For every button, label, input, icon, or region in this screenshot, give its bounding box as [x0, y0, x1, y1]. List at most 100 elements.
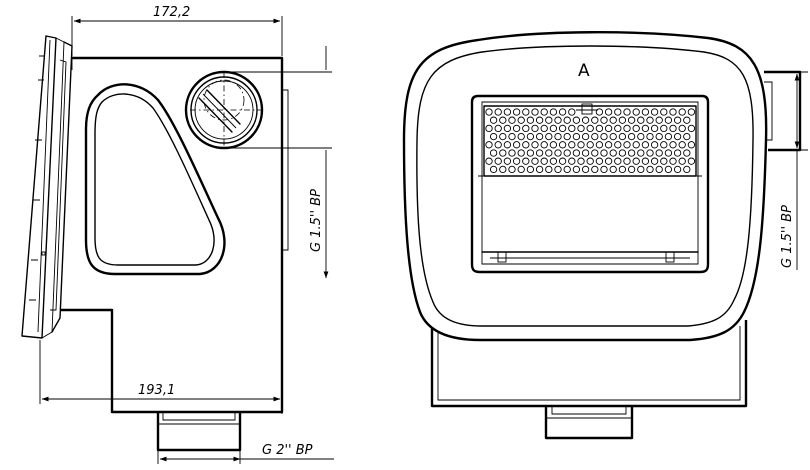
perforation-hole	[623, 124, 631, 133]
perforation-hole	[623, 108, 631, 116]
perforation-hole	[581, 132, 590, 141]
perforation-hole	[687, 157, 696, 165]
perforation-hole	[627, 149, 636, 157]
front-perforated-screen	[485, 108, 696, 174]
perforation-hole	[627, 116, 636, 124]
perforation-hole	[595, 124, 604, 133]
perforation-hole	[489, 132, 498, 141]
perforation-hole	[678, 157, 686, 165]
perforation-hole	[485, 141, 493, 149]
perforation-hole	[563, 116, 571, 124]
perforation-hole	[489, 149, 498, 157]
perforation-hole	[600, 132, 608, 141]
perforation-hole	[673, 165, 682, 174]
perforation-hole	[540, 108, 548, 116]
perforation-hole	[558, 108, 567, 116]
dim-width-bottom: 193,1	[39, 340, 283, 414]
perforation-hole	[586, 157, 594, 165]
perforation-hole	[660, 141, 668, 149]
perforation-hole	[489, 165, 498, 174]
perforation-hole	[586, 141, 594, 149]
perforation-hole	[632, 141, 640, 149]
perforation-hole	[683, 149, 691, 157]
perforation-hole	[618, 149, 627, 157]
perforation-hole	[526, 165, 535, 174]
perforation-hole	[508, 116, 516, 124]
perforation-hole	[558, 124, 567, 133]
front-lower-body	[430, 320, 748, 408]
perforation-hole	[595, 157, 604, 165]
perforation-hole	[581, 149, 590, 157]
perforation-hole	[531, 108, 539, 116]
perforation-hole	[604, 157, 613, 165]
perforation-hole	[678, 108, 686, 116]
perforation-hole	[623, 157, 631, 165]
perforation-hole	[512, 157, 521, 165]
perforation-hole	[531, 141, 539, 149]
perforation-hole	[604, 108, 613, 116]
perforation-hole	[641, 157, 650, 165]
front-flange-outer	[402, 31, 768, 342]
perforation-hole	[545, 165, 553, 174]
perforation-hole	[526, 149, 535, 157]
perforation-hole	[646, 132, 654, 141]
perforation-hole	[600, 149, 608, 157]
perforation-hole	[489, 116, 498, 124]
perforation-hole	[664, 165, 673, 174]
perforation-hole	[591, 149, 599, 157]
perforation-hole	[660, 108, 668, 116]
perforation-hole	[632, 108, 640, 116]
perforation-hole	[563, 149, 571, 157]
perforation-hole	[540, 141, 548, 149]
front-window	[470, 94, 710, 274]
perforation-hole	[591, 165, 599, 174]
perforation-hole	[563, 132, 571, 141]
side-window-inner	[94, 93, 215, 266]
perforation-hole	[526, 132, 535, 141]
perforation-hole	[531, 124, 539, 133]
perforation-hole	[540, 157, 548, 165]
perforation-hole	[503, 108, 512, 116]
perforation-hole	[600, 165, 608, 174]
perforation-hole	[508, 132, 516, 141]
perforation-hole	[503, 157, 512, 165]
perforation-hole	[531, 157, 539, 165]
perforation-hole	[650, 108, 659, 116]
perforation-hole	[650, 157, 659, 165]
perforation-hole	[673, 149, 682, 157]
side-flange	[21, 35, 73, 339]
perforation-hole	[549, 157, 558, 165]
perforation-hole	[522, 124, 530, 133]
perforation-hole	[637, 132, 645, 141]
front-view: A G 1.5'' BP	[402, 31, 808, 440]
perforation-hole	[512, 124, 521, 133]
perforation-hole	[678, 141, 686, 149]
perforation-hole	[664, 149, 673, 157]
perforation-hole	[623, 141, 631, 149]
perforation-hole	[563, 165, 571, 174]
perforation-hole	[549, 141, 558, 149]
perforation-hole	[641, 124, 650, 133]
perforation-hole	[687, 108, 696, 116]
perforation-hole	[554, 132, 562, 141]
dim-bottom-thread-label: G 2'' BP	[262, 443, 313, 458]
perforation-hole	[512, 108, 521, 116]
perforation-hole	[650, 141, 659, 149]
perforation-hole	[683, 116, 691, 124]
perforation-hole	[568, 157, 576, 165]
perforation-hole	[568, 141, 576, 149]
perforation-hole	[549, 108, 558, 116]
perforation-hole	[554, 149, 562, 157]
perforation-hole	[646, 149, 654, 157]
perforation-hole	[558, 157, 567, 165]
perforation-hole	[650, 124, 659, 133]
perforation-hole	[604, 124, 613, 133]
perforation-hole	[554, 116, 562, 124]
side-port	[184, 70, 264, 150]
perforation-hole	[577, 157, 585, 165]
perforation-hole	[683, 132, 691, 141]
perforation-hole	[517, 116, 525, 124]
perforation-hole	[558, 141, 567, 149]
perforation-hole	[494, 141, 502, 149]
